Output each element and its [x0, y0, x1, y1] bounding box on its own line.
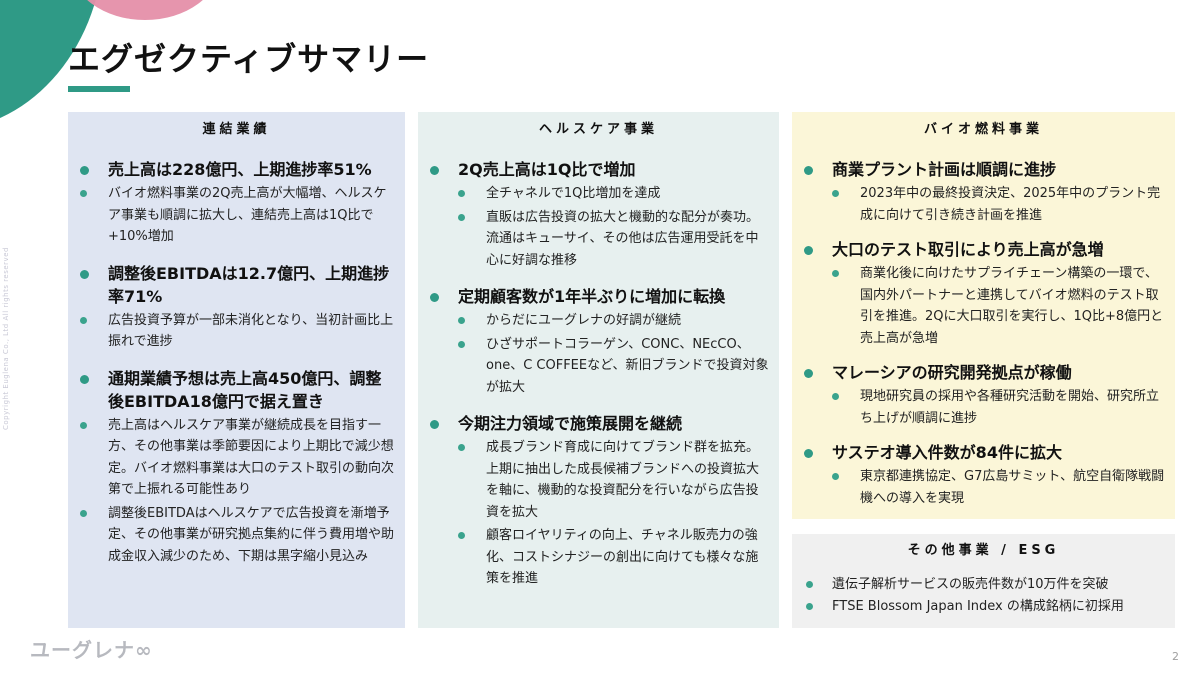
consolidated-results-panel: 連結業績 売上高は228億円、上期進捗率51% バイオ燃料事業の2Q売上高が大幅…: [68, 112, 405, 628]
section: マレーシアの研究開発拠点が稼働 現地研究員の採用や各種研究活動を開始、研究所立ち…: [792, 361, 1175, 429]
bullet-icon: [804, 369, 813, 378]
section-items: 広告投資予算が一部未消化となり、当初計画比上振れで進捗: [68, 310, 405, 353]
bullet-icon: [80, 316, 87, 324]
section: 定期顧客数が1年半ぶりに増加に転換 からだにユーグレナの好調が継続 ひざサポート…: [418, 285, 779, 398]
section: 商業プラント計画は順調に進捗 2023年中の最終投資決定、2025年中のプラント…: [792, 158, 1175, 226]
bullet-icon: [832, 190, 839, 197]
panel-header: バイオ燃料事業: [923, 122, 1043, 137]
section-title: サステオ導入件数が84件に拡大: [804, 441, 1165, 464]
section-title: 通期業績予想は売上高450億円、調整後EBITDA18億円で据え置き: [80, 367, 395, 413]
list-item: FTSE Blossom Japan Index の構成銘柄に初採用: [792, 596, 1175, 618]
bullet-icon: [832, 393, 839, 400]
list-item: 直販は広告投資の拡大と機動的な配分が奏功。流通はキューサイ、その他は広告運用受託…: [452, 207, 769, 272]
list-item: 売上高はヘルスケア事業が継続成長を目指す一方、その他事業は季節要因により上期比で…: [74, 415, 395, 501]
section-items: 売上高はヘルスケア事業が継続成長を目指す一方、その他事業は季節要因により上期比で…: [68, 415, 405, 568]
list-item: 東京都連携協定、G7広島サミット、航空自衛隊戦闘機への導入を実現: [826, 466, 1165, 509]
bullet-icon: [80, 269, 89, 279]
bullet-icon: [458, 213, 465, 221]
bullet-icon: [80, 374, 89, 384]
panel-header: ヘルスケア事業: [538, 122, 658, 137]
section-title: 売上高は228億円、上期進捗率51%: [80, 158, 395, 181]
bullet-icon: [804, 166, 813, 175]
panel-header: その他事業 / ESG: [907, 543, 1060, 558]
list-item: ひざサポートコラーゲン、CONC、NEcCO、one、C COFFEEなど、新旧…: [452, 334, 769, 399]
bullet-icon: [832, 270, 839, 277]
section: 今期注力領域で施策展開を継続 成長ブランド育成に向けてブランド群を拡充。上期に抽…: [418, 412, 779, 590]
section: 調整後EBITDAは12.7億円、上期進捗率71%: [68, 262, 405, 308]
list-item: 顧客ロイヤリティの向上、チャネル販売力の強化、コストシナジーの創出に向けても様々…: [452, 525, 769, 590]
section-title: 大口のテスト取引により売上高が急増: [804, 238, 1165, 261]
bullet-icon: [80, 509, 87, 517]
section-title: 商業プラント計画は順調に進捗: [804, 158, 1165, 181]
section-title: 今期注力領域で施策展開を継続: [430, 412, 769, 435]
bullet-icon: [80, 166, 89, 175]
list-item: からだにユーグレナの好調が継続: [452, 310, 769, 332]
bullet-icon: [430, 293, 439, 302]
section-title: マレーシアの研究開発拠点が稼働: [804, 361, 1165, 384]
bullet-icon: [458, 317, 465, 324]
bullet-icon: [430, 166, 439, 175]
list-item: 商業化後に向けたサプライチェーン構築の一環で、国内外パートナーと連携してバイオ燃…: [826, 263, 1165, 349]
bullet-icon: [458, 340, 465, 348]
company-logo: ユーグレナ∞: [30, 638, 153, 662]
list-item: 広告投資予算が一部未消化となり、当初計画比上振れで進捗: [74, 310, 395, 353]
section: 大口のテスト取引により売上高が急増 商業化後に向けたサプライチェーン構築の一環で…: [792, 238, 1175, 349]
section: 売上高は228億円、上期進捗率51%: [68, 158, 405, 181]
list-item: 2023年中の最終投資決定、2025年中のプラント完成に向けて引き続き計画を推進: [826, 183, 1165, 226]
copyright-notice: Copyright Euglena Co., Ltd All rights re…: [2, 247, 10, 430]
bullet-icon: [804, 246, 813, 255]
list-item: 全チャネルで1Q比増加を達成: [452, 183, 769, 205]
bullet-icon: [804, 449, 813, 458]
esg-list: 遺伝子解析サービスの販売件数が10万件を突破 FTSE Blossom Japa…: [792, 574, 1175, 617]
list-item: 調整後EBITDAはヘルスケアで広告投資を漸増予定、その他事業が研究拠点集約に伴…: [74, 503, 395, 568]
panel-header: 連結業績: [202, 122, 271, 137]
list-item: 現地研究員の採用や各種研究活動を開始、研究所立ち上げが順調に進捗: [826, 386, 1165, 429]
bullet-icon: [458, 532, 465, 539]
section-title: 調整後EBITDAは12.7億円、上期進捗率71%: [80, 262, 395, 308]
section: 2Q売上高は1Q比で増加 全チャネルで1Q比増加を達成 直販は広告投資の拡大と機…: [418, 158, 779, 271]
bullet-icon: [832, 473, 839, 480]
bullet-icon: [458, 190, 465, 197]
section-title: 2Q売上高は1Q比で増加: [430, 158, 769, 181]
biofuel-panel: バイオ燃料事業 商業プラント計画は順調に進捗 2023年中の最終投資決定、202…: [792, 112, 1175, 519]
section-items: バイオ燃料事業の2Q売上高が大幅増、ヘルスケア事業も順調に拡大し、連結売上高は1…: [68, 183, 405, 248]
list-item: 遺伝子解析サービスの販売件数が10万件を突破: [792, 574, 1175, 596]
bullet-icon: [806, 581, 813, 588]
bullet-icon: [806, 602, 813, 610]
page-number: 2: [1172, 650, 1179, 663]
list-item: 成長ブランド育成に向けてブランド群を拡充。上期に抽出した成長候補ブランドへの投資…: [452, 437, 769, 523]
bullet-icon: [430, 420, 439, 429]
section: サステオ導入件数が84件に拡大 東京都連携協定、G7広島サミット、航空自衛隊戦闘…: [792, 441, 1175, 509]
list-item: バイオ燃料事業の2Q売上高が大幅増、ヘルスケア事業も順調に拡大し、連結売上高は1…: [74, 183, 395, 248]
other-esg-panel: その他事業 / ESG 遺伝子解析サービスの販売件数が10万件を突破 FTSE …: [792, 534, 1175, 628]
page-title: エグゼクティブサマリー: [68, 40, 430, 78]
bullet-icon: [80, 190, 87, 197]
healthcare-panel: ヘルスケア事業 2Q売上高は1Q比で増加 全チャネルで1Q比増加を達成 直販は広…: [418, 112, 779, 628]
bullet-icon: [458, 444, 465, 451]
title-underline: [68, 86, 130, 92]
section: 通期業績予想は売上高450億円、調整後EBITDA18億円で据え置き: [68, 367, 405, 413]
section-title: 定期顧客数が1年半ぶりに増加に転換: [430, 285, 769, 308]
bullet-icon: [80, 421, 87, 429]
